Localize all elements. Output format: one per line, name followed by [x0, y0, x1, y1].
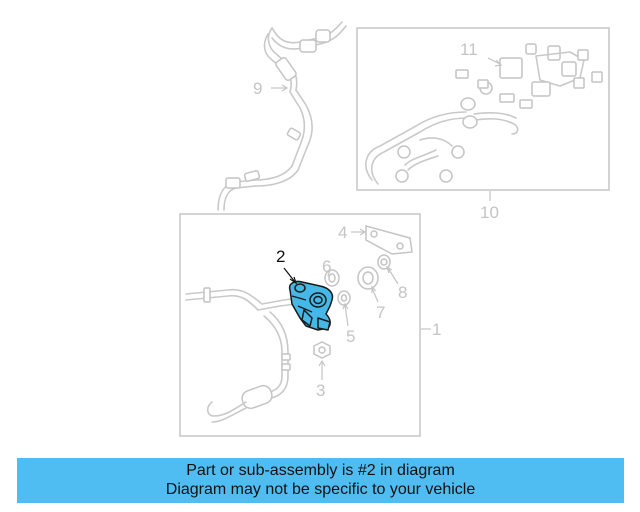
- callout-3: 3: [316, 381, 325, 400]
- leader-11: [487, 57, 501, 65]
- hose-assembly-9: [217, 21, 347, 211]
- inset-box-10: [356, 27, 610, 191]
- callout-8: 8: [398, 283, 407, 302]
- leader-5: [344, 304, 349, 327]
- callout-10: 10: [480, 203, 499, 222]
- inset-parts-10: [365, 43, 603, 185]
- callout-9: 9: [253, 79, 262, 98]
- banner-line-2: Diagram may not be specific to your vehi…: [165, 481, 476, 498]
- info-banner: Part or sub-assembly is #2 in diagram Di…: [17, 458, 624, 503]
- callout-2: 2: [276, 247, 285, 266]
- main-box-parts: [185, 225, 413, 423]
- callout-5: 5: [346, 327, 355, 346]
- main-box-1: [179, 213, 421, 437]
- highlighted-part-2: [288, 280, 334, 331]
- banner-line-1: Part or sub-assembly is #2 in diagram: [186, 462, 455, 479]
- leader-6: [327, 269, 331, 277]
- leader-8: [387, 267, 399, 285]
- leader-2: [283, 267, 296, 283]
- callout-1: 1: [432, 320, 441, 339]
- leader-7: [371, 287, 379, 303]
- callout-11: 11: [460, 40, 478, 59]
- callout-7: 7: [376, 303, 385, 322]
- parts-diagram: 9 11 10: [179, 21, 610, 437]
- callout-6: 6: [322, 257, 331, 276]
- callout-4: 4: [338, 223, 347, 242]
